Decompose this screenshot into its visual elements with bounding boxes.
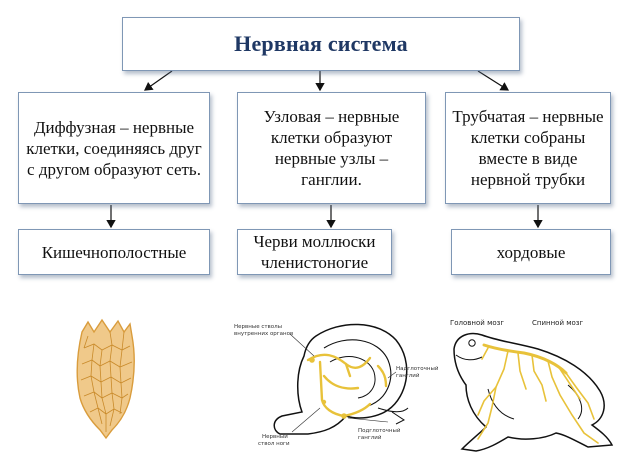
mollusk-label-sub-1: Подглоточный [358, 427, 401, 434]
diffuse-result-text: Кишечнополостные [41, 242, 187, 262]
tubular-type-text: Трубчатая – нервные клетки собраны вмест… [452, 107, 604, 189]
frog-label-spinal: Спинной мозг [532, 319, 584, 327]
mollusk-label-leg-1: Нервный [262, 433, 288, 440]
nodal-result-text: Черви моллюски членистоногие [253, 232, 376, 272]
nodal-type-box: Узловая – нервные клетки образуют нервны… [237, 92, 426, 204]
diffuse-type-box: Диффузная – нервные клетки, соединяясь д… [18, 92, 210, 204]
frog-illustration: Головной мозг Спинной мозг [450, 319, 614, 452]
mollusk-label-nerve-trunks-2: внутренних органов [234, 331, 293, 337]
mollusk-label-supra-1: Надглоточный [396, 365, 439, 372]
diffuse-type-text: Диффузная – нервные клетки, соединяясь д… [26, 117, 202, 179]
hydra-illustration [76, 318, 135, 440]
nodal-type-text: Узловая – нервные клетки образуют нервны… [263, 107, 400, 189]
title-box: Нервная система [122, 17, 520, 71]
frog-label-brain: Головной мозг [450, 319, 504, 327]
tubular-type-box: Трубчатая – нервные клетки собраны вмест… [445, 92, 611, 204]
mollusk-label-supra-2: ганглий [396, 372, 420, 379]
diffuse-result-box: Кишечнополостные [18, 229, 210, 275]
arrow-title-to-tubular [477, 70, 510, 91]
nodal-result-box: Черви моллюски членистоногие [237, 229, 392, 275]
tubular-result-text: хордовые [496, 242, 566, 262]
tubular-result-box: хордовые [451, 229, 611, 275]
mollusk-illustration: Нервные стволы внутренних органов Надгло… [234, 323, 439, 447]
page-title: Нервная система [234, 31, 408, 56]
arrow-title-to-diffuse [144, 70, 173, 91]
mollusk-label-sub-2: ганглий [358, 434, 382, 441]
mollusk-label-leg-2: ствол ноги [258, 441, 290, 447]
mollusk-label-nerve-trunks-1: Нервные стволы [234, 324, 282, 330]
